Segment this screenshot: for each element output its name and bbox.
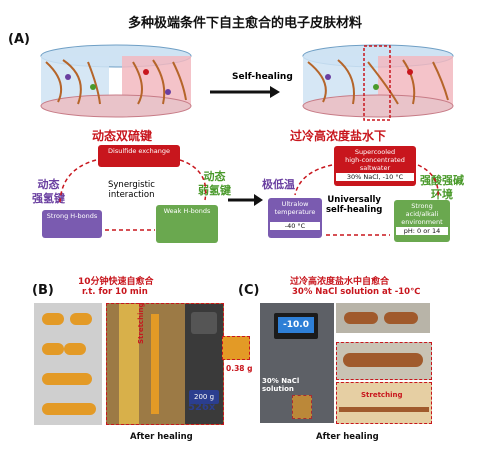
healed-piece	[343, 353, 423, 367]
sample-healed-2	[42, 403, 96, 415]
universal-line1: Universally	[327, 195, 381, 205]
supercooled-cn-label: 过冷高浓度盐水下	[290, 129, 387, 143]
weight-sample	[222, 336, 250, 360]
strong-h-cn-label: 动态 强氢键	[32, 178, 65, 206]
bath-temperature: -10.0	[278, 317, 314, 333]
unhealed-network	[40, 44, 192, 118]
cycle-arrows-left	[59, 159, 207, 231]
supercooled-line3: saltwater	[359, 164, 391, 172]
sample-photos	[34, 303, 102, 425]
healed-network	[302, 44, 454, 121]
panel-c-title-cn: 过冷高浓度盐水中自愈合	[290, 277, 390, 287]
strong-h-box: Strong H-bonds	[42, 210, 102, 238]
disulfide-box: Disulfide exchange	[98, 145, 180, 167]
strong-h-box-text: Strong H-bonds	[46, 212, 98, 220]
disulfide-cn-label: 动态双硫键	[92, 129, 153, 143]
weak-h-cn-line2: 弱氢键	[198, 184, 231, 197]
supercooled-box: Supercooled high-concentrated saltwater …	[334, 146, 416, 186]
acid-line1: Strong	[411, 202, 433, 210]
weak-h-cn-line1: 动态	[203, 170, 226, 183]
weight-photo: 200 g	[185, 304, 223, 424]
strong-h-cn-line2: 强氢键	[32, 192, 65, 205]
panel-b-label: (B)	[32, 283, 54, 298]
acid-line2: acid/alkali	[405, 210, 439, 218]
acid-cn-line2: 环境	[431, 188, 453, 201]
cut-piece-2	[384, 312, 418, 324]
stretched-sample-photo: Stretching	[336, 382, 432, 424]
sample-piece-2	[70, 313, 92, 325]
acid-cn-label: 强酸强碱 环境	[420, 174, 464, 202]
stretched-sample	[151, 314, 159, 414]
sample-piece-1	[42, 313, 64, 325]
acid-cond: pH: 0 or 14	[396, 227, 448, 235]
sample-healed	[42, 373, 92, 385]
weak-h-box-text: Weak H-bonds	[163, 207, 211, 215]
supercooled-cond: 30% NaCl, -10 °C	[336, 173, 414, 181]
acid-line3: environment	[401, 218, 443, 226]
load-label: 200 g	[189, 390, 219, 404]
stretching-label-b: Stretching	[137, 302, 145, 344]
sample-piece-4	[64, 343, 86, 355]
bath-display: -10.0	[274, 313, 318, 339]
synergistic-line2: interaction	[108, 190, 155, 200]
supercooled-line2: high-concentrated	[345, 156, 405, 164]
ultralow-box: Ultralow temperature -40 °C	[268, 198, 322, 238]
ultralow-line1: Ultralow	[281, 200, 309, 208]
hanging-scale	[191, 312, 217, 334]
self-healing-label: Self-healing	[232, 72, 293, 82]
ratio-label: 526x	[188, 402, 216, 413]
strong-h-cn-line1: 动态	[37, 178, 60, 191]
arrow-right-icon	[228, 194, 263, 206]
healed-sample-photo	[336, 342, 432, 380]
low-temp-cn-label: 极低温	[262, 178, 295, 191]
panel-c-after: After healing	[316, 432, 379, 442]
network-illustration	[40, 44, 454, 121]
solution-line1: 30% NaCl	[262, 377, 300, 385]
supercooled-line1: Supercooled	[354, 148, 396, 156]
panel-b-title-en: r.t. for 10 min	[82, 287, 148, 297]
panel-c-label: (C)	[238, 283, 260, 298]
ultralow-line2: temperature	[274, 208, 316, 216]
universal-line2: self-healing	[326, 205, 383, 215]
solution-line2: solution	[262, 385, 294, 393]
panel-b-title-cn: 10分钟快速自愈合	[78, 277, 154, 287]
panel-a-label: (A)	[8, 32, 30, 47]
weak-h-box: Weak H-bonds	[156, 205, 218, 243]
stretching-photo: Stretching 200 g	[106, 303, 224, 425]
stretched-piece	[339, 407, 429, 412]
weak-h-cn-label: 动态 弱氢键	[198, 170, 231, 198]
universal-label: Universally self-healing	[326, 195, 382, 215]
solution-label: 30% NaCl solution	[262, 377, 299, 393]
cooling-bath-photo: -10.0 30% NaCl solution	[260, 303, 334, 423]
cut-sample-photo	[336, 303, 430, 333]
acid-cn-line1: 强酸强碱	[420, 174, 464, 187]
cut-piece-1	[344, 312, 378, 324]
sample-piece-3	[42, 343, 64, 355]
synergistic-label: Synergistic interaction	[108, 180, 155, 200]
acid-box: Strong acid/alkali environment pH: 0 or …	[394, 200, 450, 242]
ruler	[119, 304, 139, 424]
immersed-sample	[292, 395, 312, 419]
stretching-label-c: Stretching	[361, 391, 403, 399]
disulfide-box-text: Disulfide exchange	[108, 147, 170, 155]
weight-label: 0.38 g	[226, 364, 253, 373]
cycle-arrows-right	[294, 164, 439, 236]
figure-title: 多种极端条件下自主愈合的电子皮肤材料	[127, 16, 362, 31]
panel-b-after: After healing	[130, 432, 193, 442]
panel-c-title-en: 30% NaCl solution at -10℃	[292, 287, 421, 297]
ultralow-cond: -40 °C	[270, 222, 320, 230]
synergistic-line1: Synergistic	[108, 180, 155, 190]
